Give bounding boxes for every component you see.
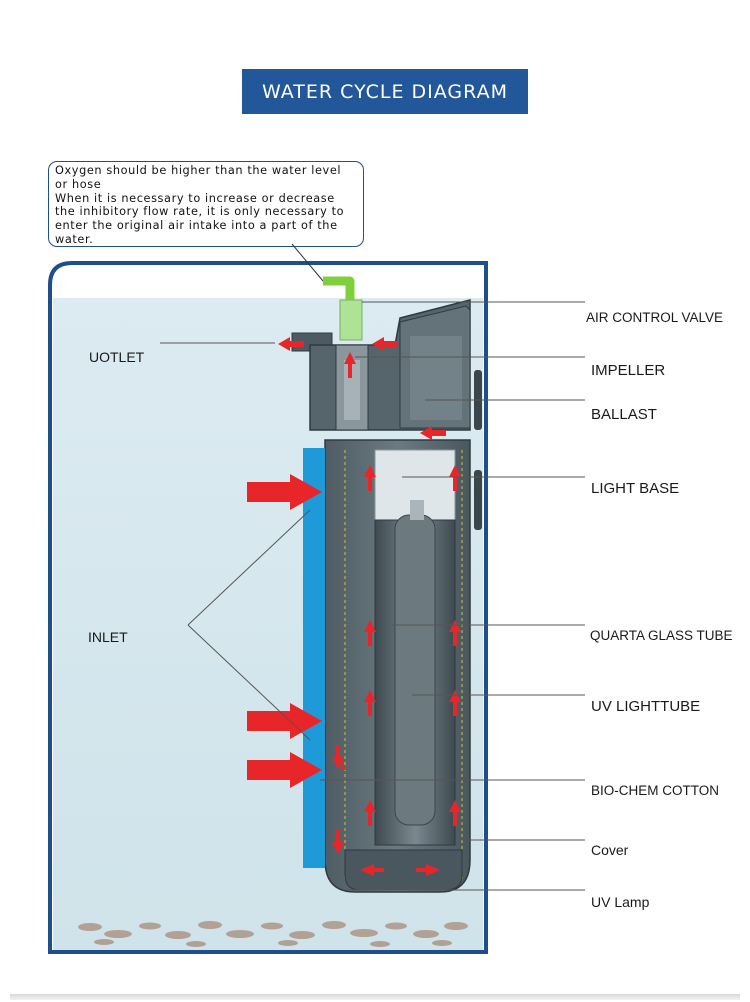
label-ballast: BALLAST [591, 406, 657, 423]
label-impeller: IMPELLER [591, 362, 666, 379]
label-light-base: LIGHT BASE [591, 480, 680, 497]
label-quarta-glass-tube: QUARTA GLASS TUBE [590, 628, 733, 643]
gravel [78, 921, 468, 947]
flow-arrows [278, 337, 461, 876]
note-line: the inhibitory flow rate, it is only nec… [55, 205, 345, 219]
note-line: When it is necessary to increase or decr… [55, 191, 335, 205]
label-cover: Cover [591, 842, 629, 858]
label-uv-lamp: UV Lamp [591, 894, 650, 910]
inflow-arrows [247, 474, 322, 788]
diagram-title: WATER CYCLE DIAGRAM [242, 69, 528, 114]
note-line: or hose [55, 177, 102, 191]
label-uv-lighttube: UV LIGHTTUBE [591, 698, 701, 715]
note-line: Oxygen should be higher than the water l… [55, 164, 342, 177]
bottom-divider [10, 994, 740, 1000]
label-outlet: UOTLET [89, 349, 145, 365]
note-line: enter the original air intake into a par… [55, 219, 338, 233]
leader-lines [160, 301, 585, 891]
label-inlet: INLET [88, 629, 128, 645]
note-line: water. [55, 232, 94, 246]
label-bio-chem-cotton: BIO-CHEM COTTON [591, 783, 719, 798]
oxygen-note: Oxygen should be higher than the water l… [48, 161, 364, 247]
filter-unit [291, 276, 482, 893]
inlet-strip [303, 448, 325, 868]
label-air-control-valve: AIR CONTROL VALVE [586, 310, 724, 325]
